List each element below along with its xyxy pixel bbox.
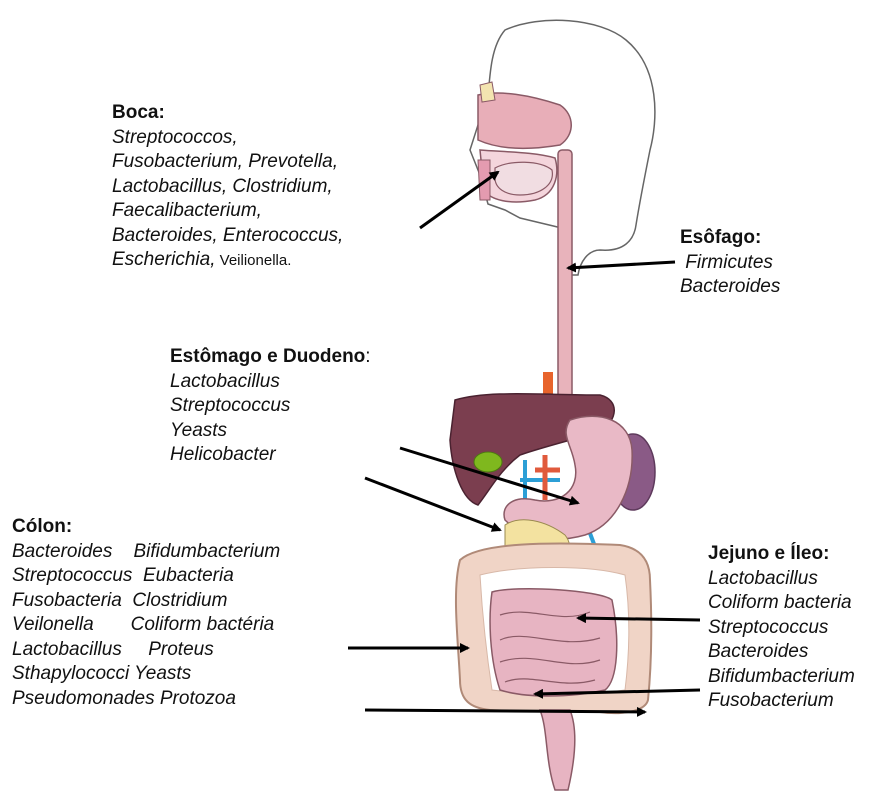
estomago-colon: :	[365, 346, 370, 367]
boca-veilionella: Veilionella.	[216, 252, 292, 269]
jejuno-title: Jejuno e Íleo:	[708, 542, 881, 567]
estomago-title-row: Estômago e Duodeno:	[170, 345, 371, 370]
colon-label: Cólon: Bacteroides Bifidumbacterium Stre…	[12, 515, 280, 711]
jejuno-line: Lactobacillus	[708, 567, 881, 592]
jejuno-line: Fusobacterium	[708, 689, 881, 714]
estomago-line: Yeasts	[170, 419, 371, 444]
boca-line: Fusobacterium, Prevotella,	[112, 150, 343, 175]
esofago-title: Esôfago:	[680, 226, 780, 251]
boca-line: Streptococcos,	[112, 126, 343, 151]
boca-line: Bacteroides, Enterococcus,	[112, 224, 343, 249]
esofago-label: Esôfago: Firmicutes Bacteroides	[680, 226, 780, 300]
estomago-line: Helicobacter	[170, 443, 371, 468]
esophagus	[558, 150, 572, 400]
colon-line: Sthapylococci Yeasts	[12, 662, 280, 687]
jejuno-line: Bacteroides	[708, 640, 881, 665]
small-intestine	[490, 589, 617, 696]
colon-line: Fusobacteria Clostridium	[12, 589, 280, 614]
boca-escherichia: Escherichia,	[112, 249, 216, 270]
estomago-line: Lactobacillus	[170, 370, 371, 395]
jejuno-line: Streptococcus	[708, 616, 881, 641]
jejuno-line: Bifidumbacterium	[708, 665, 881, 690]
colon-line: Pseudomonades Protozoa	[12, 687, 280, 712]
estomago-title: Estômago e Duodeno	[170, 346, 365, 367]
colon-line: Bacteroides Bifidumbacterium	[12, 540, 280, 565]
boca-line: Lactobacillus, Clostridium,	[112, 175, 343, 200]
arrow-colon-right	[365, 710, 645, 712]
boca-title: Boca:	[112, 101, 343, 126]
estomago-line: Streptococcus	[170, 394, 371, 419]
esofago-line: Firmicutes	[680, 251, 780, 276]
arrow-esofago	[568, 262, 675, 268]
colon-line: Streptococcus Eubacteria	[12, 564, 280, 589]
boca-line: Faecalibacterium,	[112, 199, 343, 224]
esofago-line: Bacteroides	[680, 275, 780, 300]
rectum	[540, 710, 575, 790]
nose	[480, 82, 495, 102]
boca-label: Boca: Streptococcos, Fusobacterium, Prev…	[112, 101, 343, 274]
colon-line: Lactobacillus Proteus	[12, 638, 280, 663]
boca-line-last: Escherichia, Veilionella.	[112, 248, 343, 274]
jejuno-label: Jejuno e Íleo: Lactobacillus Coliform ba…	[708, 542, 881, 714]
estomago-label: Estômago e Duodeno: Lactobacillus Strept…	[170, 345, 371, 468]
jejuno-line: Coliform bacteria	[708, 591, 881, 616]
arrow-jejuno	[578, 618, 700, 620]
colon-line: Veilonella Coliform bactéria	[12, 613, 280, 638]
gallbladder	[474, 452, 502, 472]
colon-title: Cólon:	[12, 515, 280, 540]
